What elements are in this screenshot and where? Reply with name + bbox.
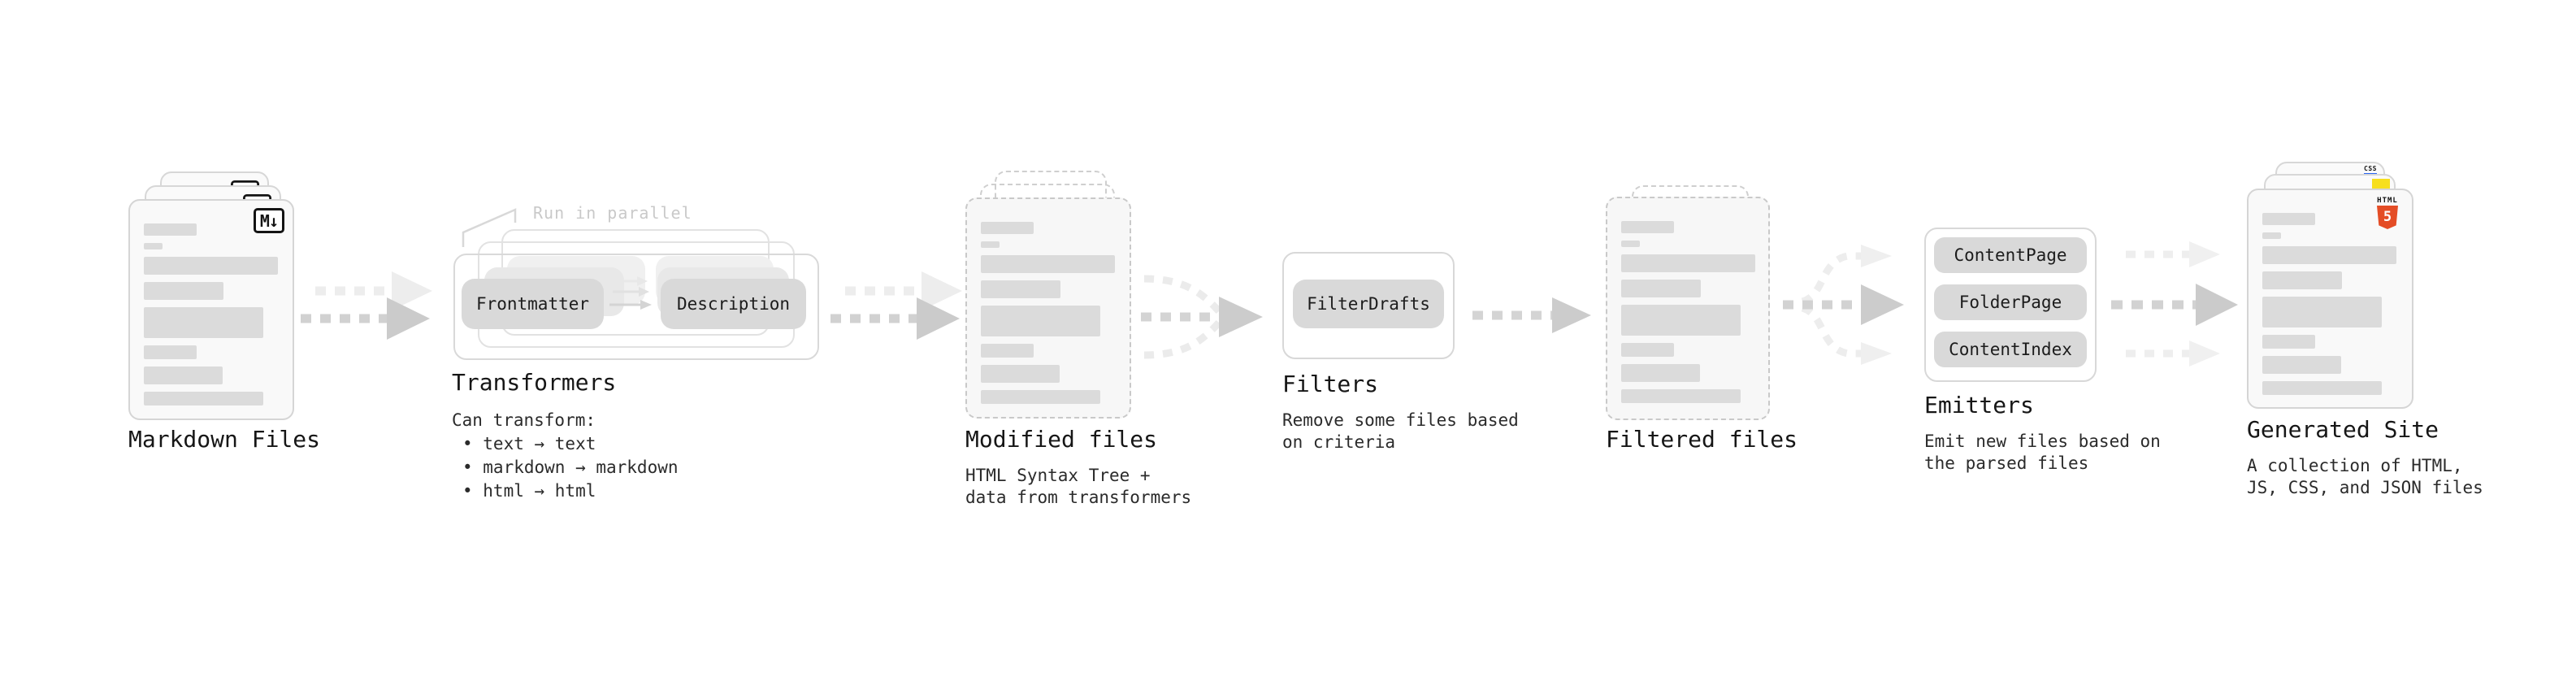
arrow-modified-to-filters	[1141, 275, 1263, 359]
placeholder-text-bar	[2262, 297, 2382, 327]
content-page-pill: ContentPage	[1934, 237, 2087, 273]
html5-icon: HTML 5	[2374, 197, 2400, 229]
description-line: A collection of HTML,	[2247, 456, 2463, 475]
site-file-card-html: HTML 5	[2247, 189, 2413, 409]
filters-description: Remove some files based on criteria	[1282, 410, 1519, 453]
placeholder-text-bar	[981, 390, 1100, 404]
run-in-parallel-annotation: Run in parallel	[533, 203, 692, 223]
content-index-pill: ContentIndex	[1934, 332, 2087, 367]
placeholder-text-bar	[1621, 343, 1674, 357]
ghost-arrow	[845, 271, 962, 310]
description-line: data from transformers	[965, 488, 1192, 507]
placeholder-text-bar	[981, 306, 1100, 336]
html5-icon-label: HTML	[2377, 197, 2398, 205]
placeholder-text-bar	[981, 222, 1034, 234]
placeholder-text-bar	[1621, 221, 1674, 233]
transformer-layer-front	[453, 254, 819, 360]
placeholder-text-bar	[2262, 213, 2315, 225]
placeholder-text-bar	[981, 241, 1000, 248]
placeholder-text-bar	[2262, 356, 2341, 374]
placeholder-text-bar	[2262, 381, 2382, 395]
description-line: HTML Syntax Tree +	[965, 466, 1151, 485]
placeholder-text-bar	[1621, 254, 1755, 272]
emitters-label: Emitters	[1924, 392, 2034, 419]
placeholder-text-bar	[144, 367, 223, 384]
placeholder-text-bar	[981, 280, 1060, 298]
placeholder-text-bar	[144, 257, 278, 275]
filtered-file-card	[1606, 197, 1770, 420]
frontmatter-pill: Frontmatter	[462, 279, 604, 329]
emitters-description: Emit new files based on the parsed files	[1924, 431, 2161, 475]
filter-drafts-pill: FilterDrafts	[1293, 280, 1444, 328]
placeholder-text-bar	[144, 307, 263, 338]
description-line: Emit new files based on	[1924, 432, 2161, 451]
description-line: the parsed files	[1924, 453, 2089, 473]
placeholder-text-bar	[981, 344, 1034, 358]
transformers-description: Can transform: • text → text • markdown …	[452, 409, 679, 503]
description-line: Can transform:	[452, 410, 596, 430]
placeholder-text-bar	[981, 365, 1060, 383]
markdown-files-label: Markdown Files	[128, 426, 321, 453]
description-line: • markdown → markdown	[462, 458, 679, 477]
description-line: • text → text	[462, 434, 596, 453]
generated-site-label: Generated Site	[2247, 416, 2439, 443]
modified-files-description: HTML Syntax Tree + data from transformer…	[965, 465, 1191, 509]
placeholder-text-bar	[1621, 389, 1741, 403]
placeholder-text-bar	[981, 255, 1115, 273]
placeholder-text-bar	[1621, 280, 1701, 297]
placeholder-text-bar	[2262, 271, 2342, 289]
placeholder-text-bar	[2262, 232, 2281, 239]
parallel-step-arrows-icon	[609, 276, 652, 310]
description-line: JS, CSS, and JSON files	[2247, 478, 2483, 497]
js-icon	[2372, 179, 2390, 189]
folder-page-pill: FolderPage	[1934, 284, 2087, 320]
filtered-files-label: Filtered files	[1606, 426, 1798, 453]
markdown-icon: M↓	[253, 208, 284, 233]
placeholder-text-bar	[2262, 246, 2396, 264]
filters-label: Filters	[1282, 371, 1379, 397]
html5-icon-shield: 5	[2377, 206, 2398, 229]
markdown-file-card: M↓	[128, 199, 294, 420]
modified-file-card	[965, 197, 1131, 419]
placeholder-text-bar	[1621, 305, 1741, 336]
annotation-connector-line	[462, 208, 517, 247]
description-line: • html → html	[462, 481, 596, 501]
description-line: on criteria	[1282, 432, 1396, 452]
arrow-transformers-to-modified	[830, 271, 962, 340]
description-pill: Description	[661, 279, 806, 329]
placeholder-text-bar	[2262, 335, 2315, 349]
arrow-emitters-to-site	[2111, 241, 2238, 367]
placeholder-text-bar	[1621, 241, 1640, 247]
arrow-filtered-to-emitters	[1783, 245, 1904, 365]
description-line: Remove some files based	[1282, 410, 1519, 430]
modified-files-label: Modified files	[965, 426, 1158, 453]
arrow-markdown-to-transformers	[301, 271, 432, 340]
transformers-label: Transformers	[452, 369, 617, 396]
placeholder-text-bar	[144, 223, 197, 236]
ghost-arrow	[315, 271, 432, 310]
placeholder-text-bar	[144, 243, 163, 249]
placeholder-text-bar	[144, 345, 197, 359]
placeholder-text-bar	[144, 392, 263, 406]
generated-site-description: A collection of HTML, JS, CSS, and JSON …	[2247, 455, 2483, 499]
placeholder-text-bar	[1621, 364, 1700, 382]
placeholder-text-bar	[144, 282, 223, 300]
arrow-filters-to-filtered	[1472, 297, 1591, 333]
